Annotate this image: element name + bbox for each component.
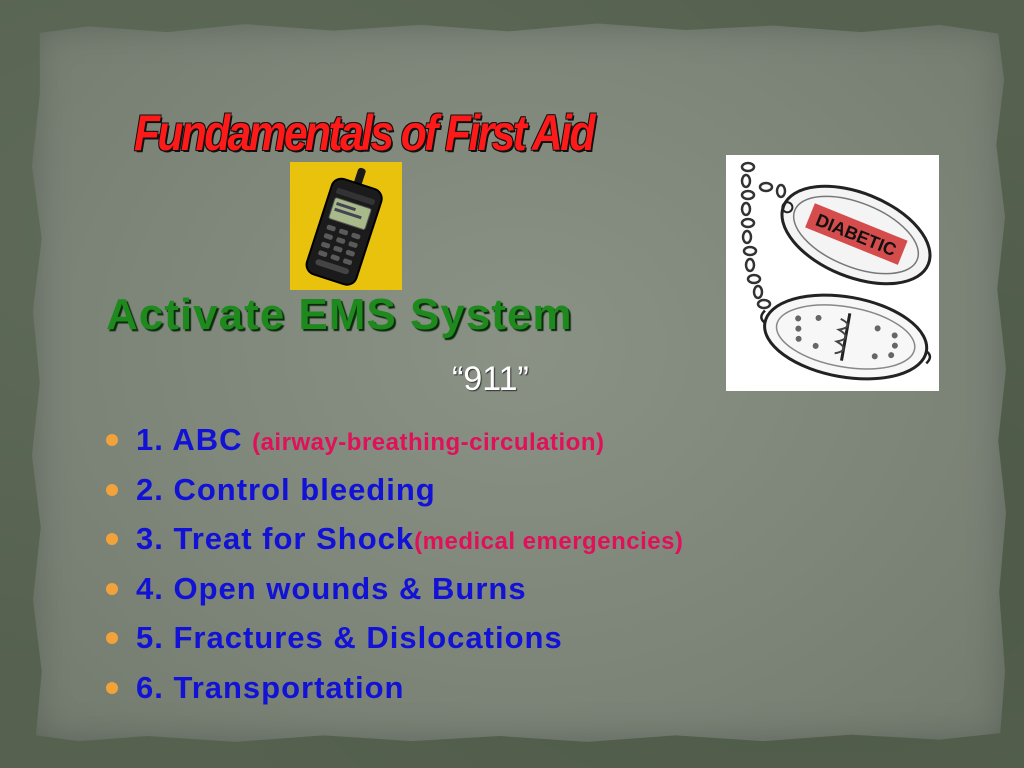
- list-item: 2. Control bleeding: [104, 468, 683, 518]
- bullet-dot-icon: [106, 632, 118, 644]
- step-label: 6. Transportation: [136, 669, 405, 705]
- step-note: (airway-breathing-circulation): [252, 429, 605, 456]
- bullet-dot-icon: [106, 681, 118, 694]
- subheading: Activate EMS System: [106, 290, 573, 339]
- list-item: 4. Open wounds & Burns: [104, 567, 683, 617]
- step-label: 4. Open wounds & Burns: [136, 570, 527, 606]
- first-aid-steps-list: 1. ABC (airway-breathing-circulation) 2.…: [104, 418, 683, 715]
- bullet-dot-icon: [106, 434, 118, 446]
- step-label: 5. Fractures & Dislocations: [136, 620, 563, 655]
- emergency-number: “911”: [452, 360, 529, 398]
- step-label: 2. Control bleeding: [136, 471, 436, 507]
- step-label: 1. ABC: [136, 422, 253, 457]
- cell-phone-icon: [305, 167, 383, 286]
- list-item: 3. Treat for Shock(medical emergencies): [104, 517, 683, 567]
- medical-alert-bracelet-icon: DIABETIC: [740, 161, 932, 381]
- bullet-dot-icon: [106, 582, 118, 595]
- list-item: 1. ABC (airway-breathing-circulation): [104, 418, 683, 468]
- bullet-dot-icon: [106, 533, 118, 545]
- cell-phone-image: [290, 162, 402, 290]
- step-label: 3. Treat for Shock: [136, 521, 415, 556]
- list-item: 6. Transportation: [104, 666, 683, 716]
- medical-alert-bracelet-image: DIABETIC: [726, 155, 939, 391]
- list-item: 5. Fractures & Dislocations: [104, 616, 683, 666]
- bullet-dot-icon: [106, 483, 118, 496]
- step-note: (medical emergencies): [414, 528, 684, 555]
- slide-title: Fundamentals of First Aid: [134, 105, 595, 161]
